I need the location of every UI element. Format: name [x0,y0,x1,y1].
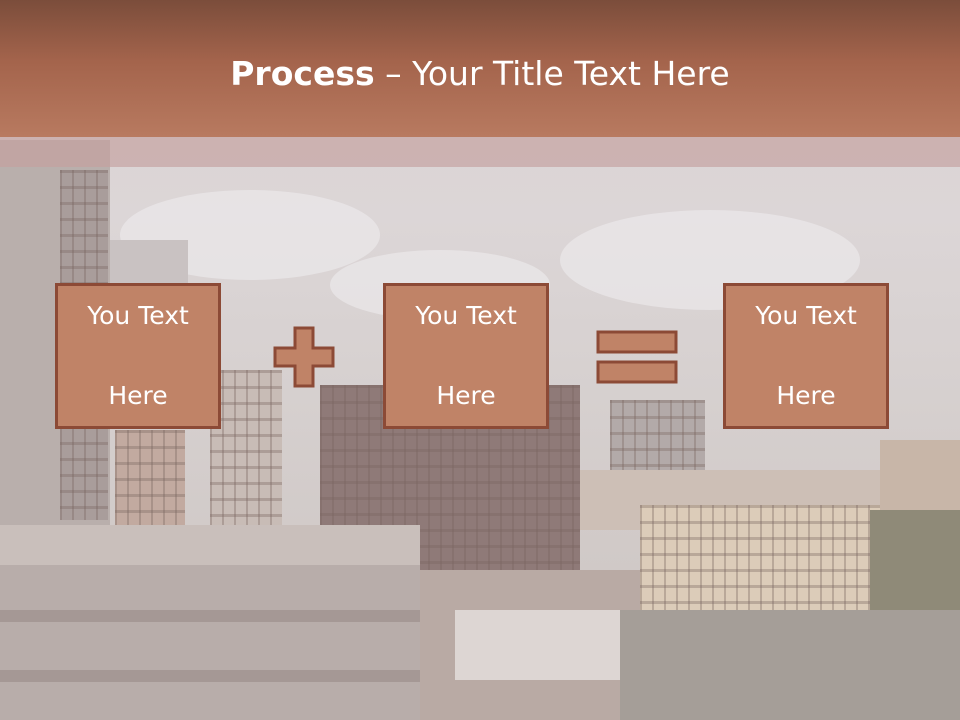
box-text-line2: Here [108,381,168,410]
title-bar [0,0,960,137]
building [115,430,185,530]
building [610,400,705,480]
box-text-line2: Here [436,381,496,410]
parking-garage-band [0,670,420,682]
parking-garage-band [0,610,420,622]
box-text-line1: You Text [755,301,857,330]
building [455,610,620,680]
title-rest: – Your Title Text Here [374,54,730,93]
box-text-line2: Here [776,381,836,410]
title-bold: Process [230,54,375,93]
box-text-line1: You Text [415,301,517,330]
equals-icon[interactable] [596,330,678,385]
parking-deck [0,525,420,570]
building [640,505,890,615]
slide-title: Process – Your Title Text Here [0,52,960,96]
title-bar-strip [0,137,960,167]
building [210,370,282,530]
parking-garage [0,565,420,720]
street [620,610,960,720]
plus-icon[interactable] [273,326,335,388]
box-text-line1: You Text [87,301,189,330]
